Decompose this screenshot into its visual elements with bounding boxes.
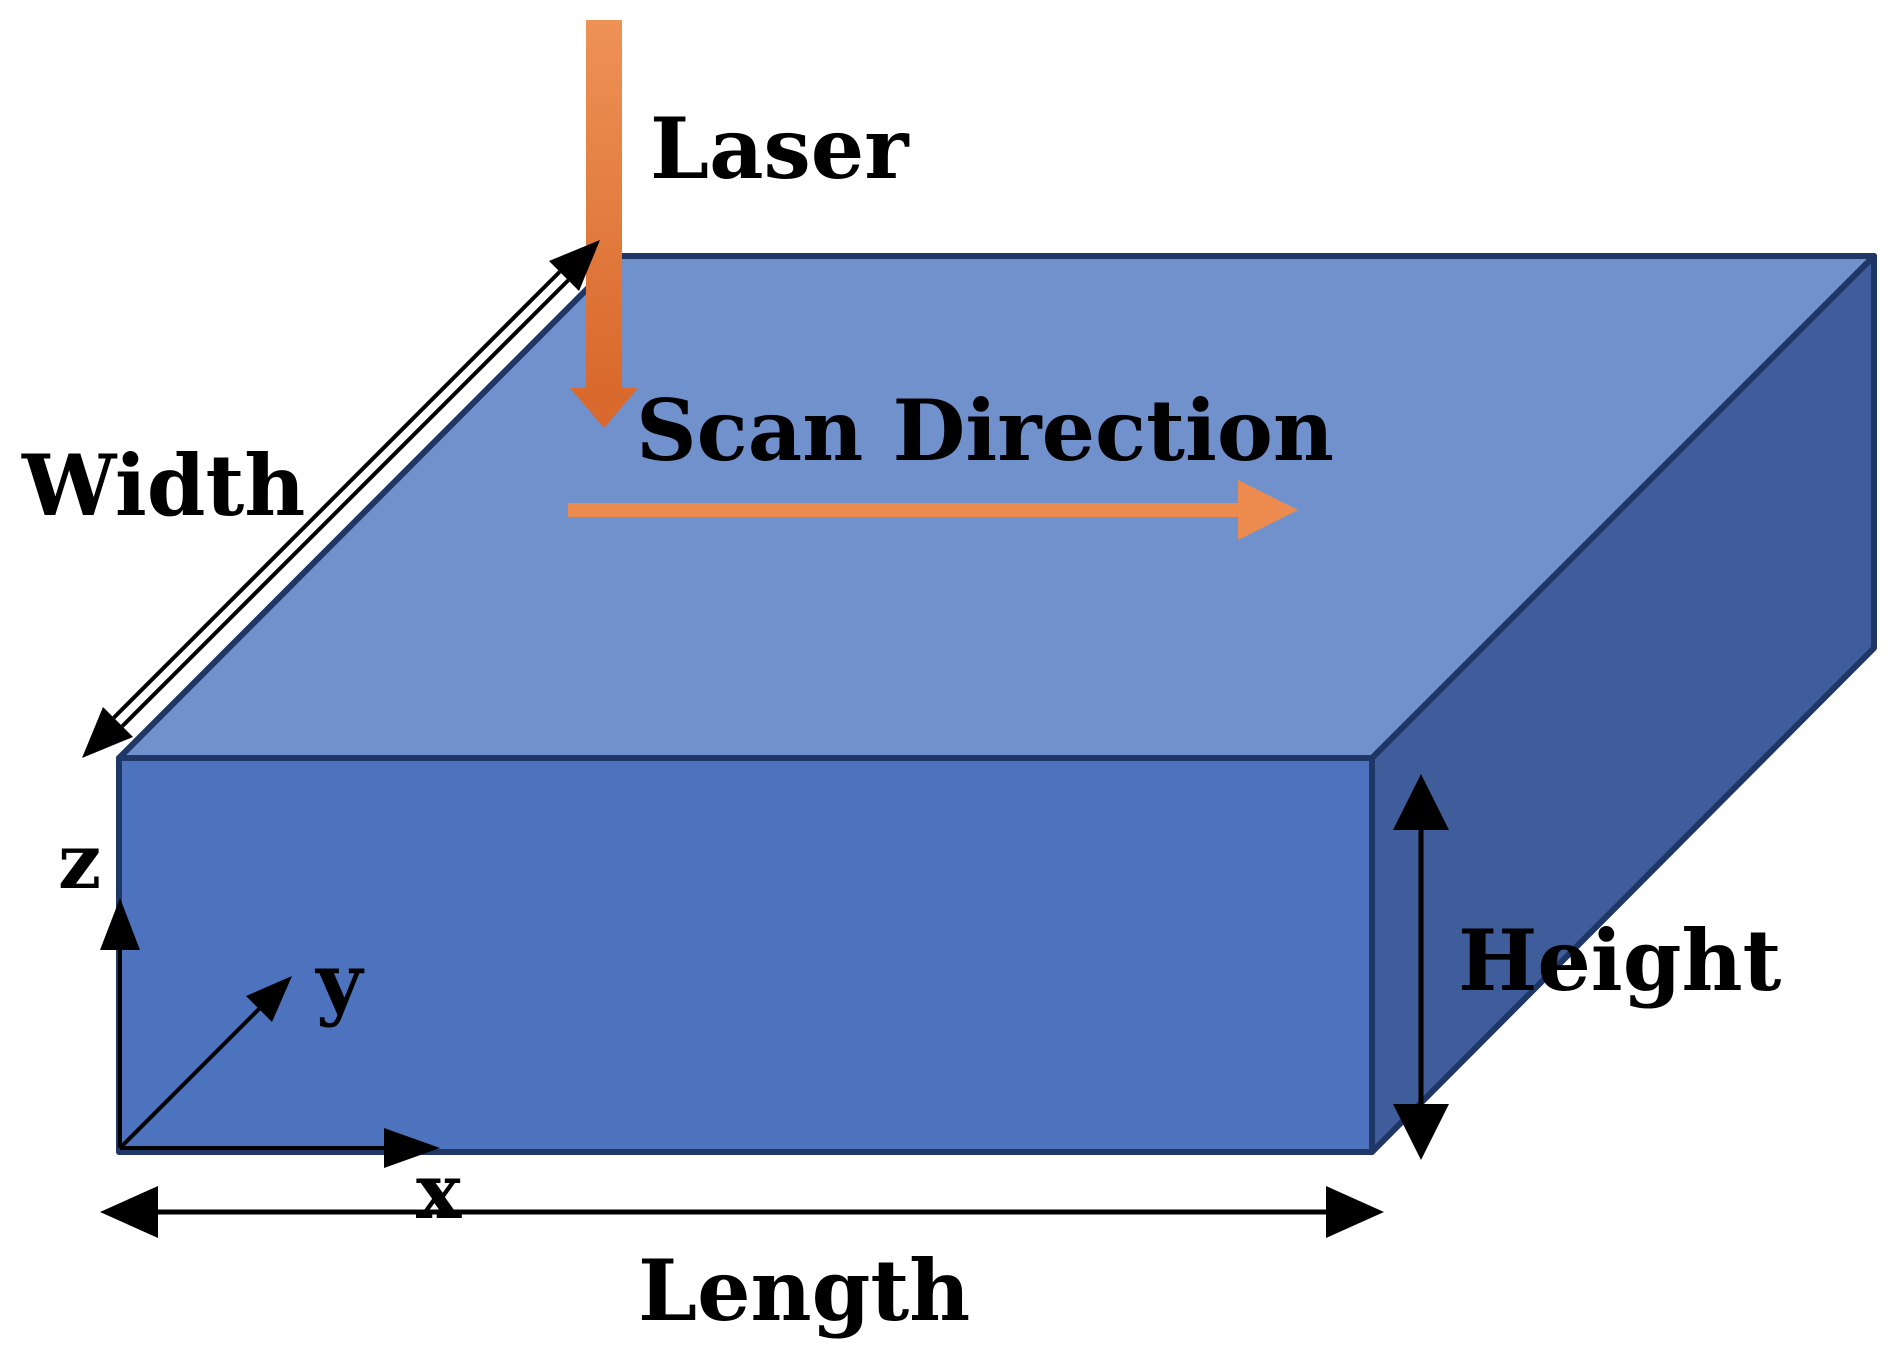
block-front-face — [116, 755, 1375, 1155]
length-label: Length — [638, 1241, 970, 1340]
y-axis-head — [246, 976, 292, 1022]
scan-direction-arrow — [568, 480, 1298, 540]
width-arrow-head-bottom — [82, 707, 133, 758]
z-axis-head — [100, 898, 140, 950]
y-axis-label: y — [314, 935, 365, 1029]
width-label: Width — [21, 436, 305, 535]
scan-arrow-shaft — [568, 503, 1244, 517]
coordinate-axes — [100, 898, 440, 1168]
length-dimension-arrow — [100, 1186, 1384, 1238]
laser-beam-head — [570, 388, 638, 428]
x-axis-head — [384, 1128, 440, 1168]
laser-beam-arrow — [570, 20, 638, 428]
scan-arrow-head — [1238, 480, 1298, 540]
y-axis-line — [118, 1004, 264, 1150]
height-arrow-head-top — [1393, 774, 1449, 830]
length-arrow-head-right — [1326, 1186, 1384, 1238]
x-axis-label: x — [416, 1147, 462, 1236]
length-arrow-head-left — [100, 1186, 158, 1238]
height-arrow-head-bottom — [1393, 1104, 1449, 1160]
scan-direction-label: Scan Direction — [636, 381, 1334, 480]
width-dimension-arrow — [82, 240, 600, 758]
laser-label: Laser — [650, 99, 910, 198]
height-label: Height — [1458, 911, 1782, 1010]
laser-beam-shaft — [586, 20, 622, 390]
width-arrow-head-top — [549, 240, 600, 291]
z-axis-label: z — [58, 817, 101, 906]
height-dimension-arrow — [1393, 774, 1449, 1160]
